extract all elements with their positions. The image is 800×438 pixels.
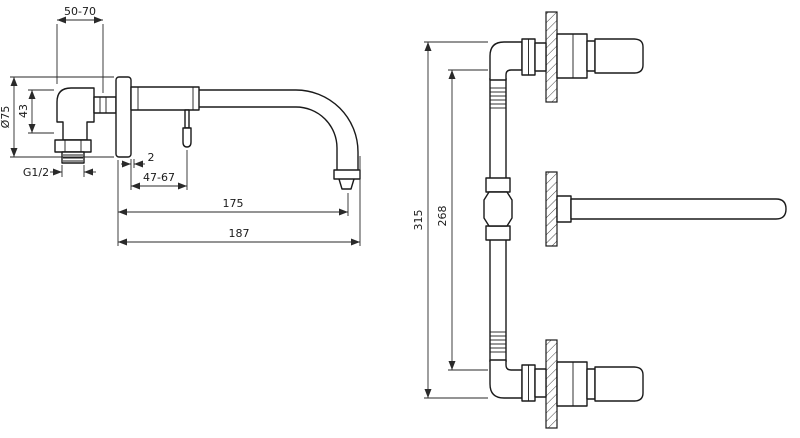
- aerator: [333, 169, 361, 180]
- connection-pipe: [93, 96, 117, 114]
- thread-ticks-bottom: [490, 331, 506, 353]
- escutcheon-side: [115, 76, 132, 158]
- dim-thread-size: G1/2: [23, 165, 96, 179]
- dim-label-thread-size: G1/2: [23, 166, 49, 179]
- spout-side: [199, 89, 361, 190]
- dim-wall-offset: 50-70: [56, 5, 104, 93]
- wall-plate-middle: [545, 171, 558, 247]
- dim-spout-reach: 175: [117, 160, 349, 246]
- dim-body-height: 268: [436, 69, 488, 371]
- top-valve-handle: [556, 33, 644, 79]
- wall-plate-bottom: [545, 339, 558, 429]
- top-elbow: [489, 38, 547, 81]
- dim-elbow-height: 43: [17, 89, 54, 134]
- dim-label-spout-reach: 175: [223, 197, 244, 210]
- dim-label-gap: 2: [148, 151, 155, 164]
- inwall-body: [483, 38, 547, 402]
- dim-escutcheon-diameter: Ø75: [0, 76, 114, 158]
- faucet-body-side: [130, 86, 200, 111]
- thread-end: [61, 151, 85, 164]
- side-view: 50-70 Ø75 43 G1/2: [0, 5, 361, 246]
- dim-label-total-depth: 187: [229, 227, 250, 240]
- dim-label-escutcheon-diameter: Ø75: [0, 106, 12, 129]
- wall-plate-top: [545, 11, 558, 103]
- dim-label-overall-height: 315: [412, 210, 425, 231]
- bottom-elbow: [489, 359, 547, 402]
- handle-lever: [182, 109, 192, 148]
- dim-overall-height: 315: [412, 41, 488, 399]
- mixer-block: [483, 191, 513, 227]
- dim-label-handle-depth: 47-67: [143, 171, 175, 184]
- supply-elbow: [54, 87, 117, 164]
- wall-plates: [545, 11, 558, 429]
- front-view: 315 268: [412, 11, 787, 429]
- dim-gap: 2: [121, 151, 155, 168]
- dim-handle-depth: 47-67: [130, 150, 188, 190]
- dim-label-body-height: 268: [436, 206, 449, 227]
- dim-total-depth: 187: [118, 156, 361, 246]
- dim-label-elbow-height: 43: [17, 104, 30, 118]
- thread-ticks-top: [490, 87, 506, 109]
- dim-label-wall-offset: 50-70: [64, 5, 96, 18]
- bottom-valve-handle: [556, 361, 644, 407]
- elbow-nut: [54, 139, 92, 153]
- spout-front: [556, 195, 787, 223]
